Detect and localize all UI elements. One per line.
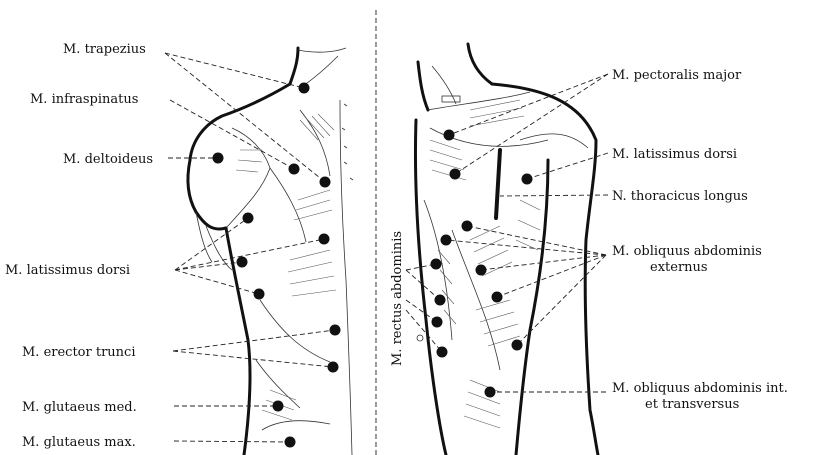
motor-point: [522, 174, 533, 185]
motor-point: [319, 234, 330, 245]
leader-pectoralis-1: [449, 74, 608, 135]
motor-point: [441, 235, 452, 246]
motor-point: [299, 83, 310, 94]
label-latissimus-left: M. latissimus dorsi: [5, 263, 130, 278]
leader-obliquus-ext-5: [517, 255, 606, 345]
motor-points: [213, 83, 533, 448]
motor-point: [431, 259, 442, 270]
motor-point: [285, 437, 296, 448]
leader-obliquus-ext-2: [446, 240, 606, 255]
front-view-figure: [415, 44, 598, 455]
left-labels: M. trapezius M. infraspinatus M. deltoid…: [5, 42, 335, 450]
motor-point: [254, 289, 265, 300]
leader-rectus-4: [406, 310, 442, 352]
motor-point: [476, 265, 487, 276]
motor-point: [237, 257, 248, 268]
leader-erector-2: [173, 351, 333, 367]
motor-point: [437, 347, 448, 358]
motor-point: [450, 169, 461, 180]
leader-glutaeus-max: [174, 441, 290, 442]
label-infraspinatus: M. infraspinatus: [30, 92, 138, 107]
motor-point: [444, 130, 455, 141]
motor-point: [512, 340, 523, 351]
label-trapezius: M. trapezius: [63, 42, 146, 57]
motor-point: [462, 221, 473, 232]
label-obliquus-int-line2: et transversus: [645, 397, 739, 412]
label-thoracicus: N. thoracicus longus: [612, 189, 748, 204]
rectus-abdominis-label: M. rectus abdominis: [390, 231, 405, 366]
label-glutaeus-med: M. glutaeus med.: [22, 400, 137, 415]
label-obliquus-int-line1: M. obliquus abdominis int.: [612, 381, 788, 396]
motor-point: [320, 177, 331, 188]
motor-point: [435, 295, 446, 306]
motor-point: [328, 362, 339, 373]
right-labels: M. pectoralis major M. latissimus dorsi …: [406, 68, 788, 412]
leader-rectus-3: [406, 300, 437, 322]
leader-infraspinatus: [170, 100, 294, 169]
label-latissimus-right: M. latissimus dorsi: [612, 147, 737, 162]
motor-point: [330, 325, 341, 336]
label-obliquus-ext-line1: M. obliquus abdominis: [612, 244, 762, 259]
leader-obliquus-ext-4: [497, 255, 606, 297]
label-obliquus-ext-line2: externus: [650, 260, 708, 275]
motor-point: [289, 164, 300, 175]
motor-point: [492, 292, 503, 303]
back-view-figure: [188, 48, 353, 455]
motor-point: [273, 401, 284, 412]
label-erector: M. erector trunci: [22, 345, 135, 360]
label-deltoideus: M. deltoideus: [63, 152, 153, 167]
motor-point: [213, 153, 224, 164]
leader-erector-1: [173, 330, 335, 351]
leader-latissimus-4: [175, 270, 259, 294]
label-pectoralis: M. pectoralis major: [612, 68, 742, 83]
motor-point: [485, 387, 496, 398]
motor-point: [432, 317, 443, 328]
leader-trapezius-1: [165, 53, 304, 88]
label-glutaeus-max: M. glutaeus max.: [22, 435, 136, 450]
motor-point: [243, 213, 254, 224]
